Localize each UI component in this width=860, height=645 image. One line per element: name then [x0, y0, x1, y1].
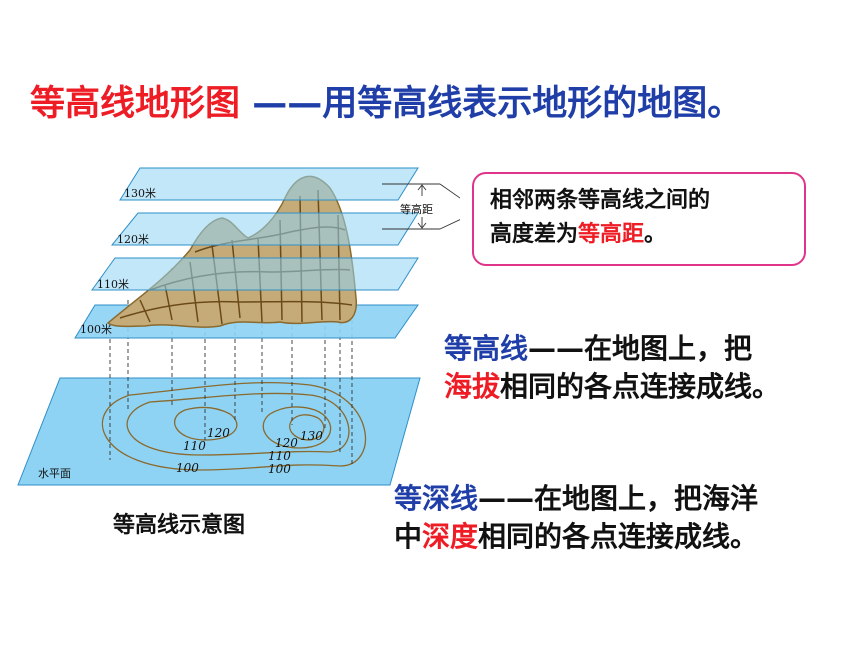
plane-120 [110, 212, 419, 246]
plane-110 [91, 257, 419, 291]
contour-label: 100 [268, 462, 291, 476]
contour-130 [289, 414, 325, 441]
contour-label: 120 [275, 436, 298, 450]
page-title: 等高线地形图 ——用等高线表示地形的地图。 [30, 75, 742, 126]
plane-label: 110米 [97, 278, 129, 291]
contour-definition: 等高线——在地图上，把 海拔相同的各点连接成线。 [444, 330, 780, 406]
interval-marker [382, 183, 460, 230]
contour-120-right [262, 406, 332, 449]
depth-definition: 等深线——在地图上，把海洋 中深度相同的各点连接成线。 [394, 480, 758, 556]
contour-label: 110 [268, 449, 291, 463]
base-contours [101, 381, 367, 471]
plane-label: 130米 [124, 187, 156, 200]
altitude-term: 海拔 [444, 370, 501, 403]
contour-label: 120 [207, 426, 230, 440]
contour-110 [126, 392, 350, 456]
contour-diagram: 水平面 110 100 120 120 130 110 100 100米 [17, 167, 460, 486]
contour-def-line-2: 海拔相同的各点连接成线。 [444, 370, 781, 403]
depth-def-line-2: 中深度相同的各点连接成线。 [394, 520, 759, 553]
interval-label: 等高距 [400, 202, 433, 216]
contour-label: 110 [183, 439, 206, 453]
contour-label: 100 [176, 461, 199, 475]
base-plane-label: 水平面 [38, 467, 71, 480]
contour-term: 等高线 [444, 332, 529, 365]
plane-label: 120米 [117, 233, 149, 246]
contour-100 [101, 381, 367, 471]
title-definition: ——用等高线表示地形的地图。 [252, 84, 743, 124]
interval-callout: 相邻两条等高线之间的 高度差为等高距。 [472, 172, 806, 266]
depth-def-line-1: 等深线——在地图上，把海洋 [394, 482, 759, 515]
contour-label: 130 [300, 429, 323, 443]
callout-line-2: 高度差为等高距。 [490, 222, 667, 247]
callout-term: 等高距 [578, 222, 645, 247]
contour-def-line-1: 等高线——在地图上，把 [444, 332, 753, 365]
contour-120-left [173, 406, 238, 441]
callout-line-1: 相邻两条等高线之间的 [490, 188, 711, 213]
base-plane [17, 377, 421, 486]
plane-130 [119, 167, 419, 201]
title-term: 等高线地形图 [30, 84, 241, 124]
plane-label: 100米 [80, 323, 112, 336]
depth-term: 深度 [422, 520, 479, 553]
depth-contour-term: 等深线 [394, 482, 479, 515]
diagram-caption: 等高线示意图 [113, 513, 246, 538]
